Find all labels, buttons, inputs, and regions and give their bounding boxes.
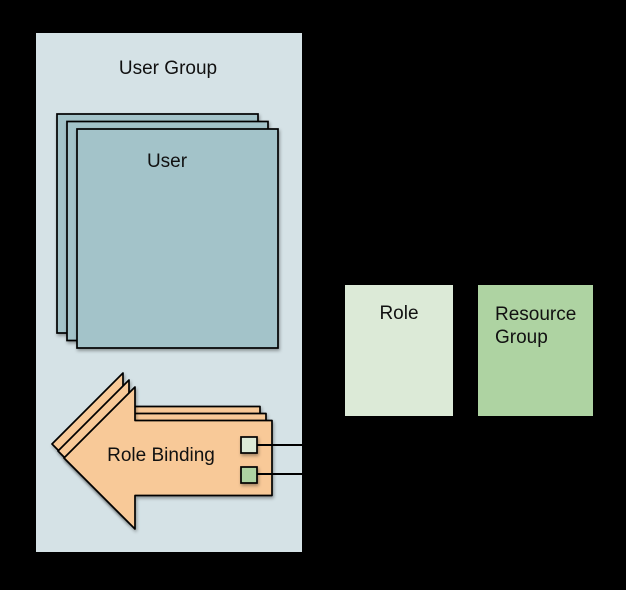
user-box-front [76,128,279,349]
resource-reference-square [240,466,258,484]
user-group-label: User Group [118,58,218,79]
role-binding-stack [51,372,273,530]
resource-group-label: Resource Group [495,304,577,348]
resource-group-box [478,285,593,416]
role-label: Role [379,303,419,324]
user-label: User [146,151,188,172]
role-binding-arrow-front [63,386,273,530]
role-binding-label: Role Binding [107,445,215,466]
role-box [345,285,453,416]
role-reference-square [240,436,258,454]
user-stack [56,113,279,349]
